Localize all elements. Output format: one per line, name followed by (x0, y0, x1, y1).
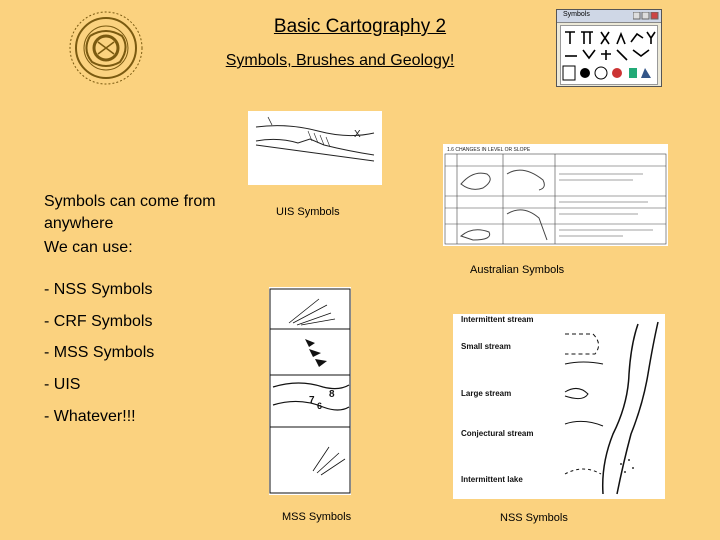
nss-label-large-stream: Large stream (461, 389, 511, 398)
mss-symbols-image: 8 7 6 (269, 287, 351, 495)
intro-line-2: anywhere (44, 215, 114, 232)
australian-symbols-image: 1.6 CHANGES IN LEVEL OR SLOPE (443, 144, 668, 246)
slide-title: Basic Cartography 2 (273, 16, 447, 37)
slide-subtitle: Symbols, Brushes and Geology! (225, 52, 455, 69)
bullet-crf: - CRF Symbols (44, 313, 153, 330)
mss-number-8: 8 (329, 389, 335, 400)
bullet-mss: - MSS Symbols (44, 344, 155, 361)
caption-uis: UIS Symbols (276, 206, 340, 218)
nss-label-intermittent-lake: Intermittent lake (461, 475, 523, 484)
bullet-nss: - NSS Symbols (44, 281, 153, 298)
symbols-toolbox: Symbols (556, 9, 662, 87)
nss-label-intermittent-stream: Intermittent stream (461, 315, 533, 324)
we-can-use: We can use: (44, 239, 133, 256)
window-controls-icon (633, 12, 659, 20)
intro-line-1: Symbols can come from (44, 193, 216, 210)
bullet-whatever: - Whatever!!! (44, 408, 136, 425)
symbol-palette-icons (562, 31, 656, 81)
uis-x-label: X (354, 129, 361, 140)
mss-number-7: 7 (309, 395, 315, 406)
nss-label-small-stream: Small stream (461, 342, 511, 351)
bullet-uis: - UIS (44, 376, 81, 393)
symbol-palette (560, 25, 658, 85)
australian-table-heading: 1.6 CHANGES IN LEVEL OR SLOPE (447, 147, 531, 153)
nss-label-conjectural-stream: Conjectural stream (461, 429, 533, 438)
caption-australian: Australian Symbols (470, 264, 565, 276)
nss-symbols-image: Intermittent stream Small stream Large s… (453, 314, 665, 499)
toolbox-title: Symbols (563, 11, 590, 18)
toolbox-titlebar: Symbols (557, 10, 661, 23)
logo-seal (60, 6, 152, 90)
caption-nss: NSS Symbols (500, 512, 568, 524)
uis-symbols-image: X (248, 111, 382, 185)
mss-number-6: 6 (317, 401, 322, 411)
caption-mss: MSS Symbols (282, 511, 352, 523)
